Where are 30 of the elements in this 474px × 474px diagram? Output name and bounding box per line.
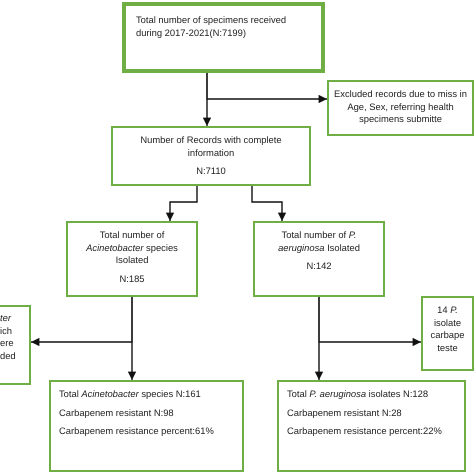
arrow bbox=[251, 186, 286, 221]
box-text: Carbapenem resistance percent:61% bbox=[59, 425, 215, 438]
process-box bbox=[327, 80, 474, 136]
box-text: N:185 bbox=[118, 273, 146, 286]
box-text: Total P. aeruginosa isolates N:128 bbox=[287, 388, 430, 401]
process-box bbox=[49, 380, 244, 472]
box-text: Number of Records with complete information bbox=[139, 134, 283, 160]
box-text: N:142 bbox=[305, 260, 333, 274]
process-box bbox=[0, 305, 31, 385]
box-text: 14 P. isolate carbape teste bbox=[430, 304, 466, 355]
box-text: ter ich ere ded bbox=[0, 312, 17, 363]
process-box bbox=[253, 221, 385, 297]
box-text: Total Acinetobacter species N:161 bbox=[59, 388, 202, 401]
box-text: N:7110 bbox=[195, 165, 227, 178]
arrow bbox=[128, 297, 136, 380]
box-text: Total number of P. aeruginosa Isolated bbox=[277, 229, 361, 254]
process-box bbox=[421, 296, 474, 371]
box-text: Excluded records due to miss in Age, Sex, referring health specimens submitte bbox=[333, 88, 468, 126]
box-text: Carbapenem resistance percent:22% bbox=[287, 425, 443, 438]
box-text: Total number of specimens received during 2017-2021(N:7199) bbox=[136, 14, 288, 40]
process-box bbox=[66, 221, 198, 297]
box-text: Total number of Acinetobacter species Isolated bbox=[84, 229, 179, 268]
box-text: Carbapenem resistant N:28 bbox=[287, 406, 403, 420]
box-text: Carbapenem resistant N:98 bbox=[59, 406, 175, 420]
arrow bbox=[166, 186, 198, 221]
process-box bbox=[277, 380, 466, 472]
arrow bbox=[206, 73, 327, 104]
process-box bbox=[122, 2, 325, 73]
arrow bbox=[314, 297, 324, 380]
process-box bbox=[111, 126, 311, 186]
